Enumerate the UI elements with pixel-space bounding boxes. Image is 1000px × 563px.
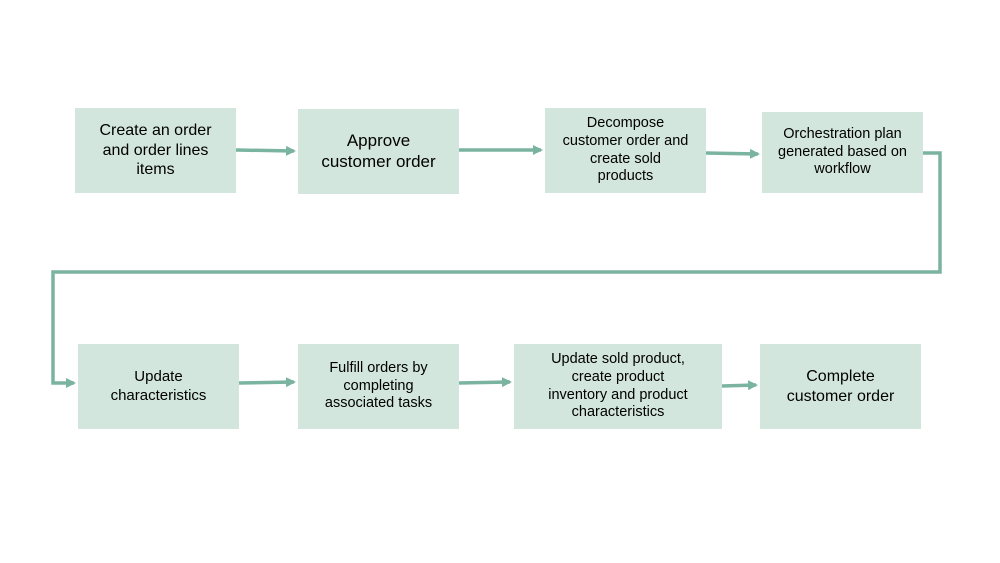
step-label: Complete customer order — [786, 367, 895, 405]
step-orchestration-plan: Orchestration plan generated based on wo… — [762, 112, 923, 193]
step-fulfill-orders: Fulfill orders by completing associated … — [298, 344, 459, 429]
step-update-sold-product: Update sold product, create product inve… — [514, 344, 722, 429]
step-label: Update characteristics — [110, 368, 207, 404]
flow-arrow-update-characteristics-to-fulfill — [238, 377, 296, 388]
step-label: Update sold product, create product inve… — [548, 351, 688, 421]
flow-arrow-decompose-to-orchestration — [705, 148, 760, 159]
step-decompose-order: Decompose customer order and create sold… — [545, 108, 706, 193]
step-label: Fulfill orders by completing associated … — [324, 359, 433, 412]
step-create-order: Create an order and order lines items — [75, 108, 236, 193]
flow-arrow-update-sold-product-to-complete — [721, 380, 758, 391]
flow-arrow-create-to-approve — [235, 145, 296, 156]
flow-arrow-orchestration-to-update-characteristics — [51, 151, 942, 388]
step-label: Decompose customer order and create sold… — [562, 115, 689, 185]
flow-arrow-fulfill-to-update-sold-product — [458, 377, 512, 388]
step-complete-order: Complete customer order — [760, 344, 921, 429]
step-approve-order: Approve customer order — [298, 109, 459, 194]
step-label: Approve customer order — [321, 130, 436, 171]
step-label: Create an order and order lines items — [99, 122, 212, 179]
step-update-characteristics: Update characteristics — [78, 344, 239, 429]
step-label: Orchestration plan generated based on wo… — [778, 125, 907, 178]
